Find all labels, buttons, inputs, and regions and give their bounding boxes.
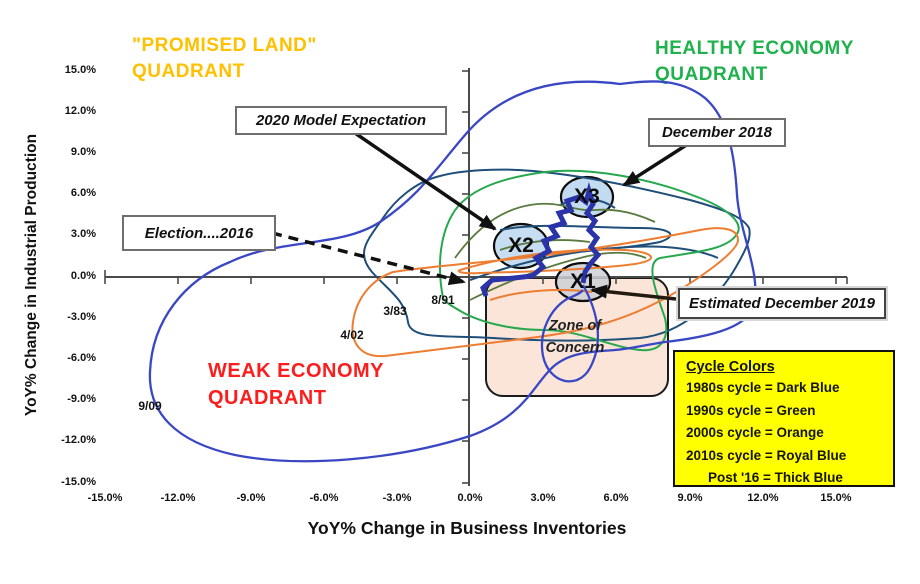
x-tick-label: -12.0% (160, 492, 196, 504)
y-tick-label: -9.0% (67, 393, 96, 405)
x-tick-label: 9.0% (677, 492, 703, 504)
legend-item-2000s: 2000s cycle = Orange (686, 425, 824, 440)
zone-of-concern-box (485, 277, 669, 397)
marker-label-x2: X2 (508, 234, 534, 257)
y-tick-label: 0.0% (70, 270, 96, 282)
quadrant-label-promised-land: "PROMISED LAND" QUADRANT (132, 33, 317, 85)
date-label-8-91: 8/91 (431, 293, 455, 307)
legend-item-post-16: Post '16 = Thick Blue (708, 470, 843, 485)
x-tick-label: -9.0% (236, 492, 266, 504)
legend-item-1990s: 1990s cycle = Green (686, 402, 816, 418)
x-tick-label: 12.0% (747, 492, 779, 504)
x-axis-title: YoY% Change in Business Inventories (307, 518, 627, 538)
zone-of-concern-text-line1: Zone of (548, 318, 602, 334)
date-label-3-83: 3/83 (383, 304, 407, 318)
marker-label-x1: X1 (570, 270, 596, 293)
y-tick-label: -3.0% (67, 311, 96, 323)
y-tick-label: -12.0% (61, 434, 96, 446)
y-tick-label: -6.0% (67, 352, 96, 364)
y-tick-label: 6.0% (70, 187, 96, 199)
quadrant-label-healthy-economy: HEALTHY ECONOMY QUADRANT (655, 36, 854, 88)
date-label-4-02: 4/02 (340, 328, 364, 342)
cycle-colors-legend: Cycle Colors 1980s cycle = Dark Blue 199… (673, 350, 895, 487)
arrow-election-2016-dashed (271, 231, 466, 286)
y-tick-label: 12.0% (64, 105, 96, 117)
legend-title: Cycle Colors (686, 359, 775, 375)
x-tick-label: -15.0% (87, 492, 123, 504)
quadrant-label-weak-economy: WEAK ECONOMY QUADRANT (208, 358, 384, 412)
callout-estimated-december-2019: Estimated December 2019 (678, 288, 886, 319)
legend-item-1980s: 1980s cycle = Dark Blue (686, 380, 840, 395)
quadrant-line: QUADRANT (132, 61, 245, 82)
quadrant-line: WEAK ECONOMY (208, 360, 384, 382)
arrow-2020-model (351, 129, 497, 231)
x-tick-label: -6.0% (309, 492, 339, 504)
y-tick-label: -15.0% (61, 476, 96, 488)
quadrant-line: QUADRANT (208, 387, 327, 409)
x-tick-label: 15.0% (820, 492, 852, 504)
legend-item-2010s: 2010s cycle = Royal Blue (686, 447, 847, 463)
date-label-9-09: 9/09 (138, 399, 162, 413)
x-tick-label: 0.0% (457, 492, 483, 504)
y-axis-title: YoY% Change in Industrial Production (23, 133, 40, 417)
y-tick-label: 9.0% (70, 146, 96, 158)
marker-label-x3: X3 (574, 185, 600, 208)
callout-2020-model-expectation: 2020 Model Expectation (235, 106, 447, 135)
y-tick-label: 15.0% (64, 64, 96, 76)
x-tick-label: -3.0% (382, 492, 412, 504)
y-tick-label: 3.0% (70, 228, 96, 240)
arrow-december-2018 (622, 142, 689, 187)
quadrant-line: QUADRANT (655, 64, 768, 85)
quadrant-line: HEALTHY ECONOMY (655, 38, 854, 59)
callout-december-2018: December 2018 (648, 118, 786, 147)
quadrant-line: "PROMISED LAND" (132, 35, 317, 56)
x-tick-label: 6.0% (603, 492, 629, 504)
zone-of-concern-text-line2: Concern (545, 340, 605, 356)
annotation-arrows (271, 129, 689, 301)
callout-election-2016: Election....2016 (122, 215, 276, 251)
x-tick-label: 3.0% (530, 492, 556, 504)
